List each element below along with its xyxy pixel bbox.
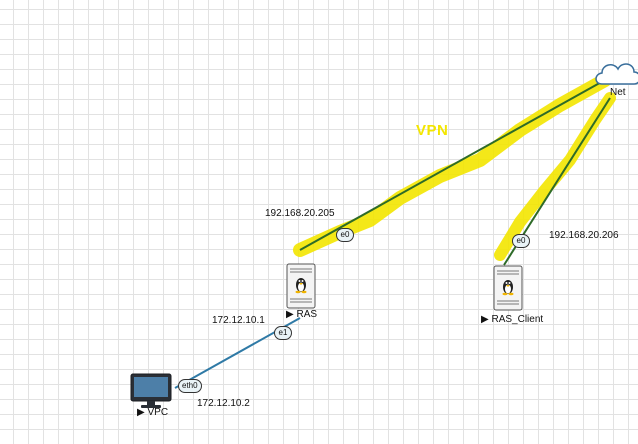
ras-e0-ip-label: 192.168.20.205 (265, 208, 335, 219)
vpn-annotation: VPN (416, 122, 449, 139)
play-indicator-icon: ▶ (137, 407, 145, 418)
linux-tux-icon (295, 278, 307, 294)
vpc-ip-label: 172.12.10.2 (197, 398, 250, 409)
linux-tux-icon (502, 280, 514, 296)
link-ras-net[interactable] (299, 79, 606, 251)
ras-client-name: RAS_Client (491, 314, 544, 325)
ras-client-node-label: ▶ RAS_Client (481, 315, 543, 325)
play-indicator-icon: ▶ (286, 309, 294, 320)
net-node-label: Net (610, 87, 626, 98)
ras-client-server-icon[interactable] (493, 265, 523, 311)
play-indicator-icon: ▶ (481, 314, 489, 325)
ras-e0-interface-tag[interactable]: e0 (336, 228, 354, 242)
vpc-name: VPC (147, 407, 169, 418)
vpc-node-label: ▶ VPC (137, 408, 168, 418)
vpc-eth0-interface-tag[interactable]: eth0 (178, 379, 202, 393)
ras-e1-ip-label: 172.12.10.1 (212, 315, 265, 326)
ras-name: RAS (296, 309, 318, 320)
ras-server-icon[interactable] (286, 263, 316, 309)
computer-monitor-icon[interactable] (130, 373, 172, 408)
ras-client-e0-interface-tag[interactable]: e0 (512, 234, 530, 248)
cloud-icon[interactable] (595, 63, 638, 85)
ras-e1-interface-tag[interactable]: e1 (274, 326, 292, 340)
ras-node-label: ▶ RAS (286, 310, 317, 320)
ras-client-ip-label: 192.168.20.206 (549, 230, 619, 241)
